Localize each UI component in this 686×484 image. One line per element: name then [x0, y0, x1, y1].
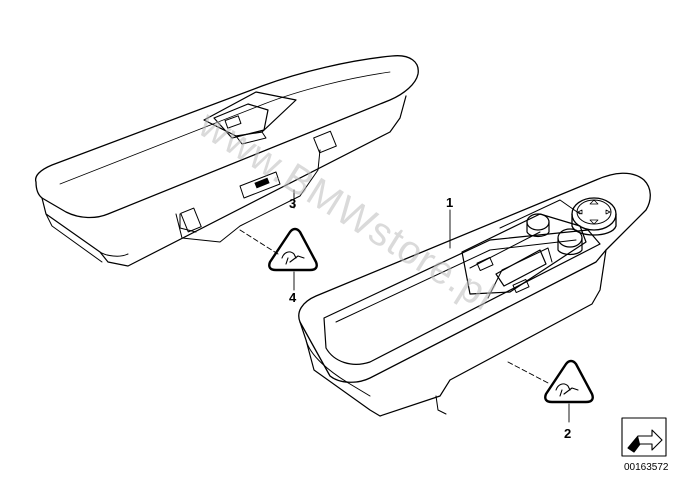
callout-1: 1 [446, 195, 453, 210]
hand-pinch-icon [281, 251, 305, 265]
callout-4: 4 [289, 290, 297, 305]
window-switch-panel-driver [298, 172, 651, 417]
leader-lines [239, 189, 570, 423]
direction-arrow-icon [621, 417, 667, 457]
warning-label-part-4 [268, 227, 318, 272]
hand-pinch-icon [555, 383, 579, 397]
callout-2: 2 [564, 426, 571, 441]
callout-3: 3 [289, 196, 296, 211]
document-number: 00163572 [624, 462, 669, 473]
window-switch-panel-passenger [34, 55, 419, 267]
warning-label-part-2 [544, 359, 594, 404]
